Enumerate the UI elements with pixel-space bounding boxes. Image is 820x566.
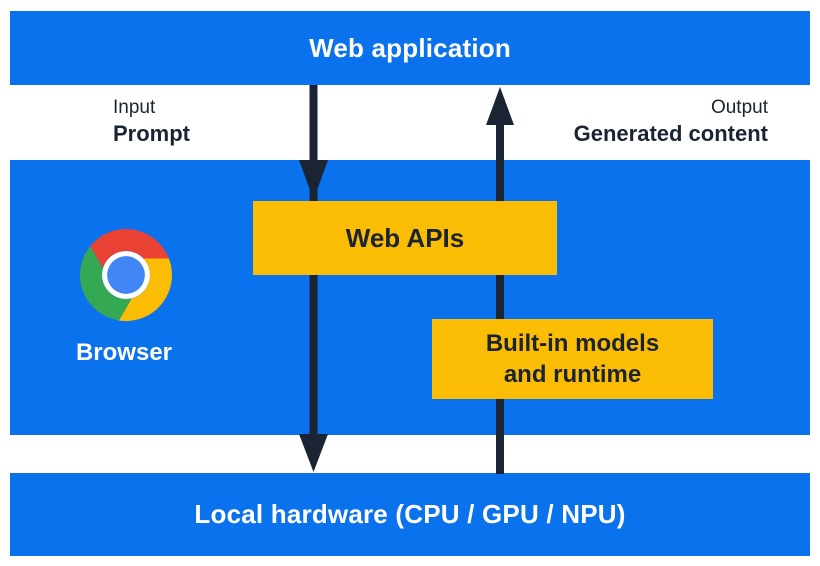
web-apis-box: Web APIs [253, 201, 557, 275]
web-application-label: Web application [309, 32, 511, 63]
input-prompt-block: Input Prompt [113, 96, 190, 148]
built-in-models-label-line1: Built-in models [485, 330, 660, 357]
built-in-models-box: Built-in models and runtime [432, 319, 713, 399]
web-apis-label: Web APIs [345, 222, 465, 253]
browser-label: Browser [75, 339, 173, 366]
generated-content-label: Generated content [573, 121, 768, 146]
chrome-logo-green-segment [80, 246, 132, 321]
local-hardware-bar: Local hardware (CPU / GPU / NPU) [10, 473, 810, 556]
chrome-logo-blue-center [107, 256, 145, 294]
chrome-logo-icon [80, 229, 172, 321]
chrome-logo-red-segment [90, 229, 169, 269]
local-hardware-label: Local hardware (CPU / GPU / NPU) [194, 499, 626, 529]
chrome-logo-yellow-segment [118, 258, 172, 321]
built-in-models-label-line2: and runtime [503, 361, 642, 388]
prompt-label: Prompt [113, 121, 190, 146]
output-label: Output [710, 97, 768, 118]
web-application-bar: Web application [10, 11, 810, 85]
output-generated-block: Output Generated content [574, 96, 768, 148]
input-label: Input [113, 97, 156, 118]
